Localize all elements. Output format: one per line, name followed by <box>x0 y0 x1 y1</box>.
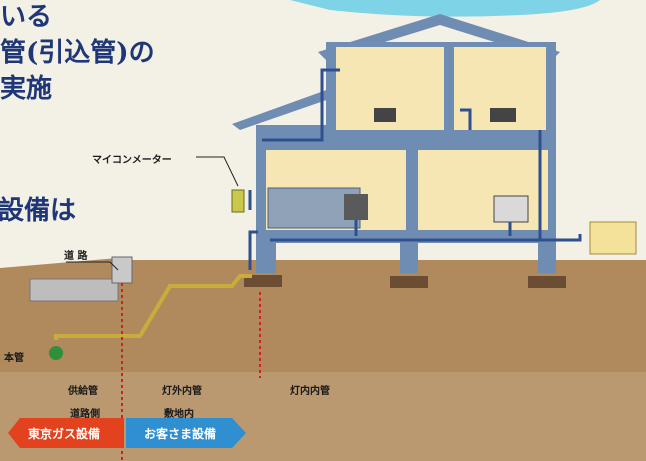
road-curb <box>111 256 133 284</box>
appliance-upper-left <box>374 108 396 122</box>
meter-leader-line <box>196 156 239 187</box>
main-pipe-icon <box>49 346 63 360</box>
fan-heater <box>493 195 529 223</box>
tokyo-gas-arrow-label: 東京ガス設備 <box>28 427 101 441</box>
gas-meter <box>231 189 245 213</box>
foundation-left <box>256 243 276 273</box>
foundation-mid <box>400 243 418 273</box>
supply-pipe-label: 供給管 <box>68 386 98 397</box>
road-surface <box>29 278 119 302</box>
footing-left <box>244 275 282 287</box>
main-pipe-label: 本管 <box>4 353 24 364</box>
road-label: 道 路 <box>64 251 88 262</box>
indoor-pipe-label: 灯内内管 <box>290 386 330 397</box>
footing-right <box>528 276 566 288</box>
water-heater <box>589 221 637 255</box>
kitchen-stove <box>344 194 368 220</box>
house-pipes <box>248 68 582 270</box>
headline-line-4: 設備は <box>0 196 77 226</box>
road-leader-line <box>66 261 119 271</box>
house-roof-lower <box>232 88 338 130</box>
premises-label: 敷地内 <box>164 409 194 420</box>
gas-supply-pipe <box>54 274 252 340</box>
headline-line-3: 実施 <box>0 74 53 104</box>
tokyo-gas-arrow <box>8 418 124 448</box>
headline-line-2: 管(引込管)の <box>0 38 155 68</box>
appliance-upper-right <box>490 108 516 122</box>
headline-line-1: いる <box>0 2 53 32</box>
customer-arrow-label: お客さま設備 <box>144 427 217 441</box>
house-roof-upper <box>318 14 560 60</box>
footing-mid <box>390 276 428 288</box>
outdoor-pipe-label: 灯外内管 <box>162 386 202 397</box>
road-side-label: 道路側 <box>70 409 100 420</box>
meter-label: マイコンメーター <box>92 155 172 166</box>
foundation-right <box>538 243 556 273</box>
header-swoosh <box>290 0 600 17</box>
customer-arrow <box>126 418 246 448</box>
